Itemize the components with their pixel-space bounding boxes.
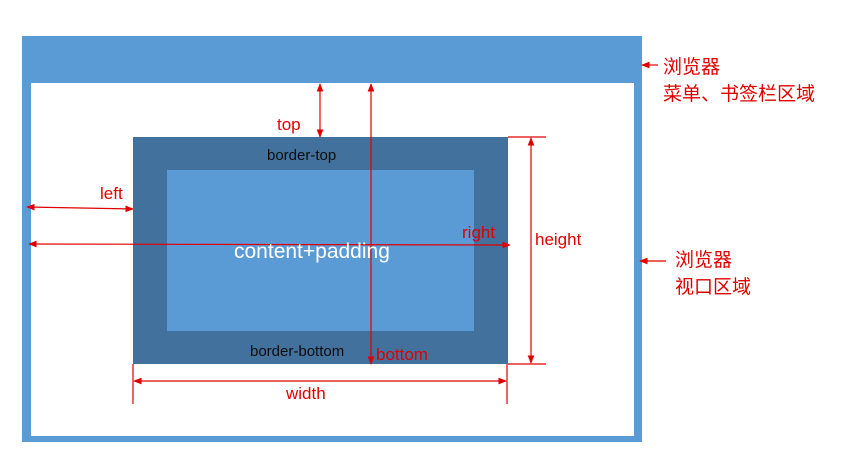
width-label: width	[286, 384, 326, 403]
viewport-note-line1: 浏览器	[675, 249, 733, 271]
height-label: height	[535, 230, 582, 249]
bottom-label: bottom	[376, 345, 428, 364]
top-label: top	[277, 115, 301, 134]
right-label: right	[462, 223, 496, 242]
menu-bar-note-line2: 菜单、书签栏区域	[663, 83, 816, 105]
viewport-note-line2: 视口区域	[675, 276, 752, 298]
left-label: left	[100, 184, 123, 203]
border-top-label: border-top	[267, 147, 337, 164]
menu-bar-note-line1: 浏览器	[663, 56, 721, 78]
menu-bar-note: 浏览器 菜单、书签栏区域	[663, 54, 815, 108]
border-bottom-label: border-bottom	[250, 343, 345, 360]
viewport-note: 浏览器 视口区域	[675, 247, 751, 301]
right-arrow	[28, 240, 511, 249]
left-arrow	[26, 203, 134, 213]
content-padding-label: content+padding	[234, 240, 390, 263]
element-content-padding-box	[167, 170, 474, 331]
